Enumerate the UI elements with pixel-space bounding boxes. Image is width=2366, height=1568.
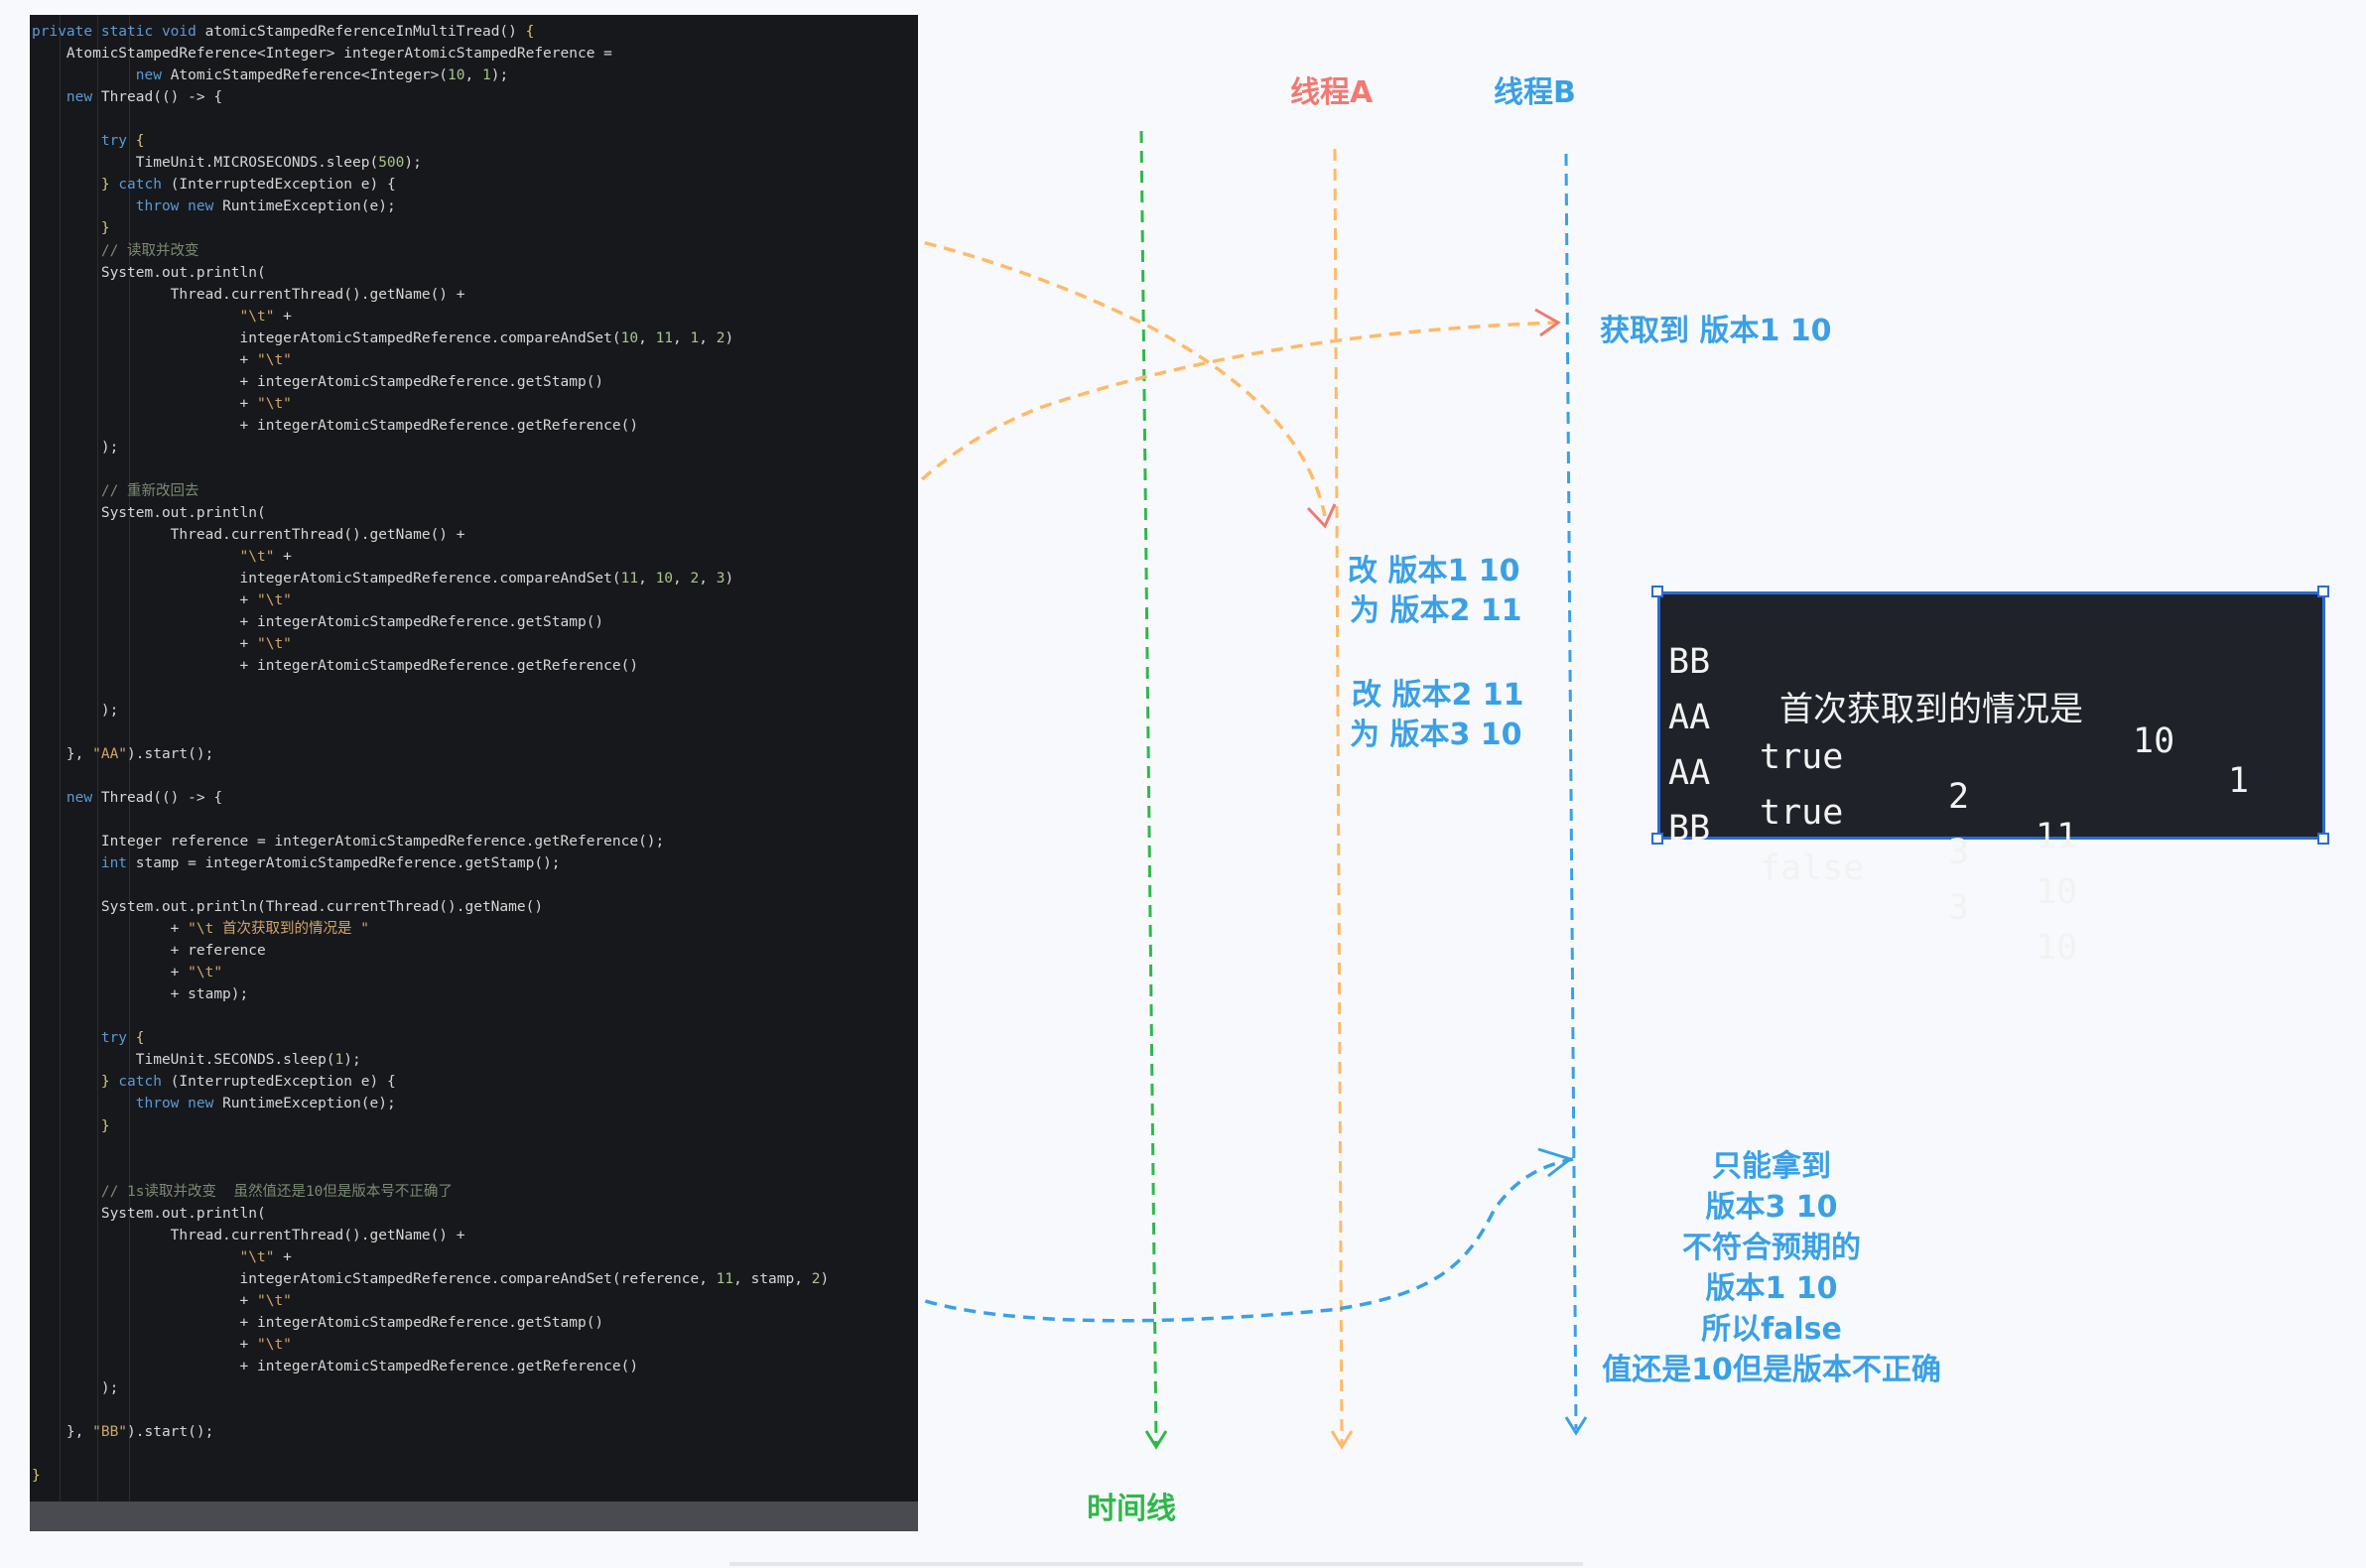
code-line: + integerAtomicStampedReference.getStamp…: [32, 614, 604, 631]
code-line: Integer reference = integerAtomicStamped…: [32, 833, 665, 849]
timeline-line: [1139, 130, 1158, 1445]
thread-a-arrowhead: [1330, 1430, 1354, 1450]
code-line: System.out.println(: [32, 1205, 266, 1222]
code-line: Thread.currentThread().getName() +: [32, 527, 465, 544]
code-line: // 读取并改变: [32, 242, 199, 259]
connector-sleep-to-change: [530, 204, 1327, 517]
code-line: + integerAtomicStampedReference.getRefer…: [32, 417, 639, 434]
code-line: integerAtomicStampedReference.compareAnd…: [32, 1270, 830, 1287]
code-line: + "\t": [32, 1292, 292, 1309]
code-line: + integerAtomicStampedReference.getStamp…: [32, 373, 604, 390]
resize-handle[interactable]: [2317, 586, 2329, 597]
change1-line1: 改 版本1 10: [1348, 554, 1520, 588]
code-line: } catch (InterruptedException e) {: [100, 177, 396, 194]
code-line: TimeUnit.MICROSECONDS.sleep(500);: [32, 155, 422, 172]
code-line: + stamp);: [32, 986, 249, 1003]
output-row: BB false 3 10: [1668, 809, 2078, 968]
code-line: // 1s读取并改变 虽然值还是10但是版本号不正确了: [32, 1183, 453, 1200]
resize-handle[interactable]: [2317, 833, 2329, 845]
explanation-note: 只能拿到 版本3 10 不符合预期的 版本1 10 所以false 值还是10但…: [1568, 1146, 1975, 1390]
code-line: }, "BB").start();: [32, 1424, 214, 1441]
code-line: new AtomicStampedReference<Integer>(10, …: [135, 67, 509, 84]
note-line: 版本1 10: [1705, 1271, 1838, 1306]
connector-cas-to-result: [887, 1157, 1574, 1323]
code-line: TimeUnit.SECONDS.sleep(1);: [32, 1052, 361, 1069]
change-arrowhead: [1306, 503, 1337, 529]
code-line: "\t" +: [239, 308, 292, 325]
code-line: );: [32, 702, 119, 719]
code-panel: private static void atomicStampedReferen…: [30, 15, 918, 1531]
code-line: + "\t": [32, 351, 292, 368]
output-row: AA true 2 11: [1668, 698, 2078, 856]
code-line: throw new RuntimeException(e);: [135, 198, 396, 215]
code-line: + integerAtomicStampedReference.getRefer…: [32, 658, 639, 675]
note-line: 只能拿到: [1712, 1149, 1831, 1184]
indent-guide: [97, 15, 98, 1502]
code-line: System.out.println(: [32, 505, 266, 522]
code-line: AtomicStampedReference<Integer> integerA…: [32, 46, 612, 63]
code-line: "\t" +: [239, 1248, 292, 1265]
thread-b-arrowhead: [1564, 1416, 1588, 1436]
resize-handle[interactable]: [1651, 833, 1663, 845]
code-line: Thread.currentThread().getName() +: [32, 286, 465, 303]
code-line: int stamp = integerAtomicStampedReferenc…: [100, 854, 561, 871]
code-line: );: [32, 439, 119, 456]
code-panel-footer: [30, 1502, 918, 1531]
indent-guide: [60, 15, 61, 1502]
output-row: BB 首次获取到的情况是 10 1: [1668, 642, 2250, 801]
code-line: + "\t": [32, 965, 223, 981]
code-line: Thread.currentThread().getName() +: [32, 1227, 465, 1243]
thread-b-label: 线程B: [1494, 75, 1576, 110]
code-line: + integerAtomicStampedReference.getStamp…: [32, 1314, 604, 1331]
bottom-scrollbar[interactable]: [729, 1562, 1583, 1566]
got-version-label: 获取到 版本1 10: [1600, 314, 1832, 348]
code-line: new Thread(() -> {: [66, 89, 223, 106]
code-line: integerAtomicStampedReference.compareAnd…: [32, 329, 734, 346]
code-line: // 重新改回去: [32, 483, 199, 500]
code-line: } catch (InterruptedException e) {: [100, 1074, 396, 1091]
code-line: new Thread(() -> {: [66, 789, 223, 806]
code-line: }: [32, 220, 110, 237]
code-line: private static void atomicStampedReferen…: [32, 24, 535, 40]
note-line: 值还是10但是版本不正确: [1602, 1353, 1941, 1387]
code-line: + "\t": [32, 395, 292, 412]
output-row: AA true 3 10: [1668, 753, 2078, 912]
code-line: + "\t": [32, 636, 292, 653]
code-line: try {: [100, 1030, 145, 1047]
code-line: "\t" +: [239, 549, 292, 566]
code-line: + "\t 首次获取到的情况是 ": [32, 921, 370, 938]
timeline-arrowhead: [1144, 1430, 1168, 1450]
change1-line2: 为 版本2 11: [1350, 593, 1522, 628]
code-line: + reference: [32, 943, 266, 960]
code-line: + "\t": [32, 1337, 292, 1353]
thread-a-line: [1333, 148, 1344, 1445]
code-line: }: [32, 1117, 110, 1134]
code-line: + integerAtomicStampedReference.getRefer…: [32, 1359, 639, 1375]
resize-handle[interactable]: [1651, 586, 1663, 597]
code-line: }, "AA").start();: [32, 745, 214, 762]
code-line: }: [32, 1468, 41, 1485]
result-arrowhead: [1537, 1147, 1574, 1178]
note-line: 不符合预期的: [1682, 1231, 1861, 1265]
timeline-label: 时间线: [1087, 1492, 1176, 1526]
code-line: System.out.println(Thread.currentThread(…: [32, 899, 544, 915]
console-output[interactable]: BB 首次获取到的情况是 10 1 AA true 2 11 AA true 3…: [1657, 591, 2325, 968]
code-line: try {: [100, 133, 145, 150]
thread-a-label: 线程A: [1290, 75, 1374, 110]
code-line: );: [32, 1380, 119, 1397]
code-line: integerAtomicStampedReference.compareAnd…: [32, 571, 734, 588]
code-line: throw new RuntimeException(e);: [135, 1096, 396, 1112]
note-line: 版本3 10: [1705, 1190, 1838, 1225]
change2-line2: 为 版本3 10: [1350, 718, 1522, 752]
change2-line1: 改 版本2 11: [1352, 678, 1524, 713]
indent-guide: [129, 15, 130, 1502]
thread-b-line: [1564, 153, 1578, 1430]
note-line: 所以false: [1701, 1312, 1842, 1347]
code-line: + "\t": [32, 592, 292, 609]
code-line: System.out.println(: [32, 264, 266, 281]
got-arrowhead: [1534, 308, 1561, 337]
